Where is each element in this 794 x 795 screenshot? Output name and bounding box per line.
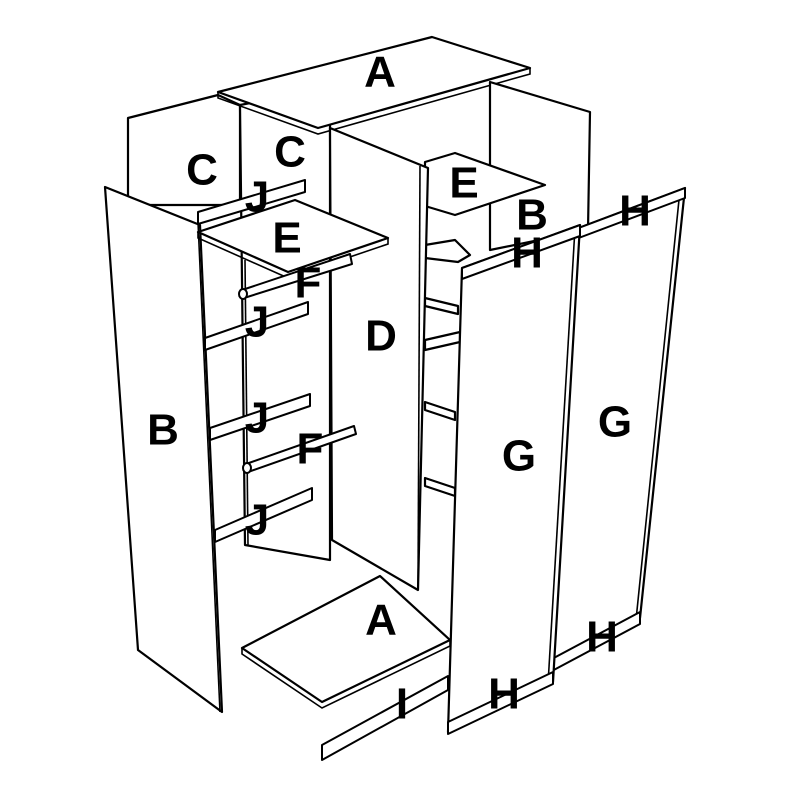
label-shelf-left: E bbox=[272, 214, 301, 263]
label-top-panel: A bbox=[364, 48, 396, 97]
label-bottom-panel: A bbox=[365, 596, 397, 645]
label-door-right-top-rail: H bbox=[619, 187, 651, 236]
door-left-top-rail bbox=[461, 224, 581, 280]
hanger-rod-upper bbox=[238, 253, 353, 300]
inner-edge-left bbox=[244, 259, 249, 546]
shelf-right-mid2 bbox=[423, 296, 460, 316]
shelf-right-mid3 bbox=[423, 330, 462, 352]
label-door-left: G bbox=[502, 432, 536, 481]
label-side-right: B bbox=[516, 191, 548, 240]
back-panel-left bbox=[126, 93, 242, 207]
label-door-left-top-rail: H bbox=[511, 229, 543, 278]
shelf-right-mid1 bbox=[423, 238, 472, 264]
door-left-bottom-rail bbox=[447, 671, 554, 735]
shelf-right-low bbox=[423, 476, 457, 498]
label-rail-j3: J bbox=[245, 394, 269, 443]
rail-j3 bbox=[209, 393, 311, 441]
label-divider: D bbox=[365, 312, 397, 361]
bottom-panel bbox=[240, 574, 452, 709]
label-shelf-right: E bbox=[449, 159, 478, 208]
label-rail-j1: J bbox=[245, 173, 269, 222]
plinth-rail bbox=[321, 675, 449, 761]
label-door-right: G bbox=[598, 398, 632, 447]
label-hanger-upper: F bbox=[295, 259, 322, 308]
label-back-right: C bbox=[274, 128, 306, 177]
label-hanger-lower: F bbox=[297, 425, 324, 474]
hanger-rod-lower bbox=[242, 425, 357, 474]
label-side-left: B bbox=[147, 406, 179, 455]
label-rail-j4: J bbox=[245, 496, 269, 545]
label-plinth: I bbox=[396, 680, 408, 729]
label-rail-j2: J bbox=[245, 298, 269, 347]
rail-j4 bbox=[214, 487, 313, 543]
top-panel bbox=[216, 35, 532, 135]
rail-j2 bbox=[204, 301, 309, 351]
label-door-left-bottom-rail: H bbox=[488, 670, 520, 719]
label-door-right-bottom-rail: H bbox=[586, 613, 618, 662]
label-back-left: C bbox=[186, 146, 218, 195]
shelf-right-mid4 bbox=[423, 400, 457, 422]
rail-j1 bbox=[197, 179, 306, 225]
side-panel-left bbox=[103, 185, 224, 714]
